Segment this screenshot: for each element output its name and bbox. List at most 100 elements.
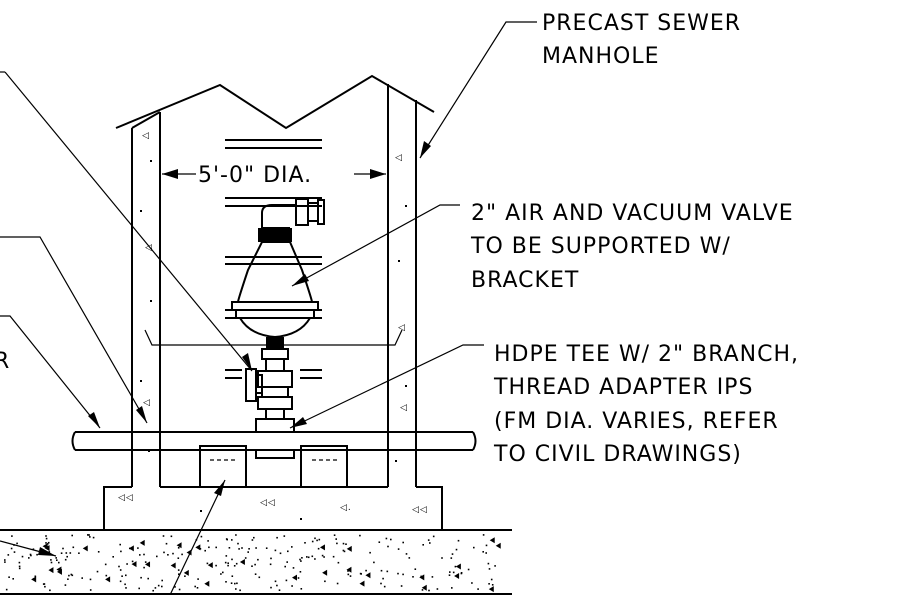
gravel-speck [178,573,180,575]
gravel-speck [287,550,289,553]
gravel-speck [349,575,352,577]
gravel-speck [402,573,404,576]
gravel-speck [119,569,122,571]
gravel-speck [317,547,320,550]
gravel-speck [491,584,494,586]
gravel-speck [291,585,293,587]
gravel-speck [172,552,174,555]
gravel-speck [390,538,392,541]
gravel-speck [311,540,314,543]
gravel-speck [345,543,347,545]
gravel-speck [58,561,60,564]
gravel-speck [321,554,324,557]
gravel-speck [4,559,6,561]
gravel-speck [112,556,114,558]
gravel-speck [408,557,411,559]
svg-text:◁◁: ◁◁ [118,493,134,503]
gravel-speck [455,548,458,551]
gravel-speck [343,550,346,553]
gravel-speck [174,586,176,588]
gravel-speck [69,552,72,554]
gravel-speck [292,567,295,569]
gravel-speck [18,567,21,570]
gravel-speck [10,547,13,550]
gravel-speck [225,555,228,557]
gravel-stone [145,561,151,568]
gravel-speck [126,563,128,565]
gravel-speck [215,564,217,567]
gravel-speck [432,535,435,538]
gravel-speck [89,536,91,538]
gravel-speck [5,588,8,591]
left-label-fragment-dot: . [0,379,2,404]
gravel-stone [322,569,328,576]
gravel-speck [137,547,139,549]
air-vacuum-valve [231,198,325,339]
gravel-speck [204,549,206,552]
gravel-speck [45,535,47,537]
gravel-speck [307,556,310,559]
leader-lines [0,21,537,595]
gravel-stone [195,544,201,551]
gravel-speck [167,554,169,556]
tee-label-line3: (FM DIA. VARIES, REFER [494,409,779,434]
gravel-speck [234,582,236,585]
gravel-stone [359,580,365,587]
gravel-speck [380,582,382,585]
gravel-speck [105,574,108,577]
gravel-speck [274,549,277,552]
gravel-speck [457,539,460,542]
gravel-speck [206,562,209,565]
gravel-speck [199,548,202,550]
gravel-speck [119,580,122,583]
gravel-speck [236,582,238,585]
gravel-speck [56,559,58,561]
gravel-speck [431,576,434,578]
gravel-stone [186,549,192,556]
gravel-bed [0,529,512,595]
gravel-speck [412,576,414,578]
gravel-speck [383,585,386,588]
gravel-speck [251,565,253,567]
gravel-speck [230,582,233,584]
gravel-speck [235,562,238,565]
gravel-stone [42,543,48,550]
gravel-speck [397,572,399,575]
gravel-speck [258,576,261,579]
gravel-speck [332,555,335,558]
gravel-speck [342,542,345,545]
gravel-speck [347,570,349,572]
gravel-speck [48,551,51,553]
svg-text:◁◁: ◁◁ [412,505,428,515]
gravel-stone [291,574,297,581]
gravel-speck [18,561,21,564]
dia-label: 5'-0" DIA. [198,163,312,188]
gravel-speck [314,537,316,540]
left-label-fragment: R [0,349,10,374]
svg-text:◁: ◁ [400,403,408,413]
gravel-speck [297,577,300,579]
gravel-speck [125,574,127,577]
gravel-speck [235,534,237,536]
gravel-speck [291,546,293,548]
gravel-stone [495,542,501,549]
gravel-stone [183,569,189,576]
gravel-speck [299,558,301,561]
gravel-speck [487,562,490,565]
gravel-speck [224,561,227,564]
gravel-speck [68,574,70,577]
gravel-speck [248,548,250,550]
gravel-speck [285,579,288,582]
gravel-speck [373,561,375,564]
gravel-speck [16,542,18,545]
gravel-stone [319,544,325,551]
gravel-speck [49,589,51,592]
gravel-speck [386,570,389,573]
svg-text:◁.: ◁. [340,503,352,513]
gravel-speck [88,534,90,536]
gravel-speck [270,586,272,589]
gravel-speck [336,582,339,585]
gravel-speck [8,576,10,578]
gravel-speck [64,558,67,561]
gravel-stone [131,561,137,568]
